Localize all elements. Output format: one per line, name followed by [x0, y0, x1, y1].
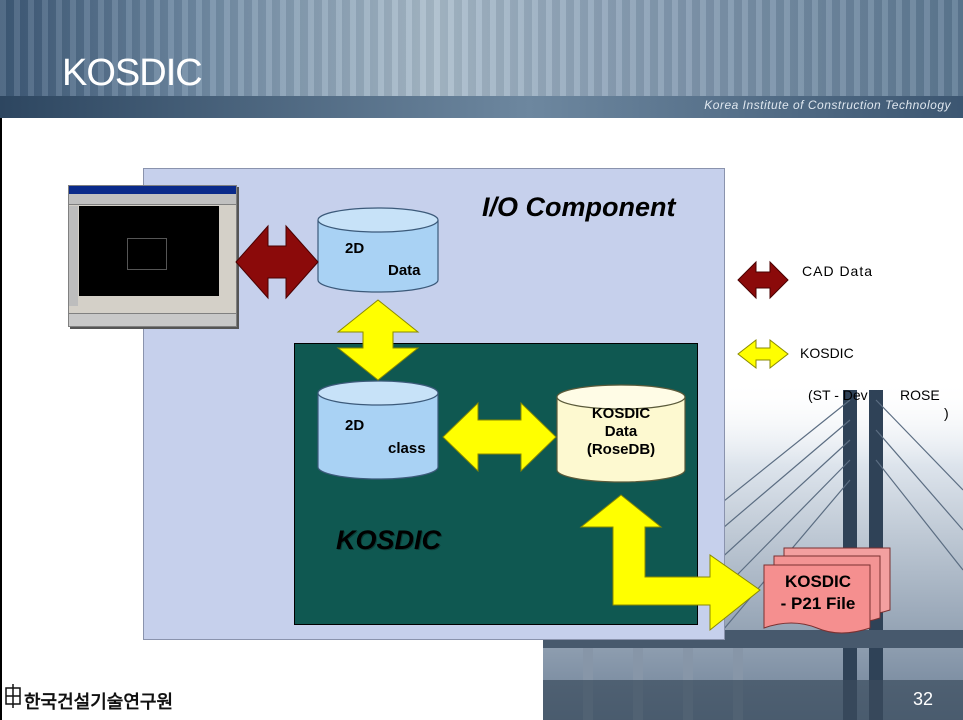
- io-component-title: I/O Component: [482, 192, 676, 222]
- kosdic-horizontal-arrow: [442, 401, 557, 473]
- kosdic-vertical-arrow: [336, 299, 420, 381]
- page-number: 32: [912, 689, 933, 709]
- screen-sidebar: [69, 206, 78, 306]
- legend-kosdic-arrow: [737, 338, 789, 370]
- legend-cad-label: CAD Data: [802, 263, 874, 279]
- screen-canvas: [79, 206, 219, 296]
- db-2d-label-line1: 2D: [345, 240, 365, 257]
- db-2d-label-line2: Data: [388, 262, 421, 279]
- db-class-label-line2: class: [388, 440, 426, 457]
- header-banner: [0, 0, 963, 118]
- header-band: [0, 96, 963, 118]
- left-rule: [0, 118, 2, 720]
- screen-title-bar: [69, 186, 236, 194]
- cad-screenshot: [68, 185, 237, 327]
- p21-file-stack: [763, 547, 891, 634]
- p21-file-label-line1: KOSDIC: [784, 572, 852, 591]
- legend-kosdic-note-right: ROSE: [900, 387, 940, 403]
- footer-institute-name: 한국건설기술연구원: [24, 692, 174, 712]
- legend-cad-arrow: [737, 260, 789, 300]
- kosdic-to-file-arrow: [579, 494, 761, 632]
- db-kosdic-label-line2: Data: [604, 423, 638, 440]
- cylinder-2d-data: [317, 207, 439, 293]
- header-subtext: Korea Institute of Construction Technolo…: [704, 98, 951, 112]
- cylinder-kosdic-data: [556, 384, 686, 483]
- legend-kosdic-label: KOSDIC: [800, 345, 854, 361]
- db-class-label-line1: 2D: [345, 417, 365, 434]
- screen-statusbar: [69, 313, 236, 326]
- p21-file-label-line2: - P21 File: [780, 594, 856, 613]
- screen-drawing: [127, 238, 167, 270]
- legend-kosdic-note-close: ): [944, 405, 949, 421]
- cylinder-2d-class: [317, 380, 439, 480]
- db-kosdic-label-line3: (RoseDB): [586, 441, 656, 458]
- slide-title: KOSDIC: [62, 52, 203, 94]
- kosdic-module-label: KOSDIC: [336, 525, 442, 555]
- legend-kosdic-note-left: (ST - Dev: [808, 387, 868, 403]
- institute-logo-icon: [5, 684, 21, 708]
- cad-data-arrow: [235, 224, 319, 300]
- db-kosdic-label-line1: KOSDIC: [591, 405, 651, 422]
- screen-toolbar: [69, 194, 236, 205]
